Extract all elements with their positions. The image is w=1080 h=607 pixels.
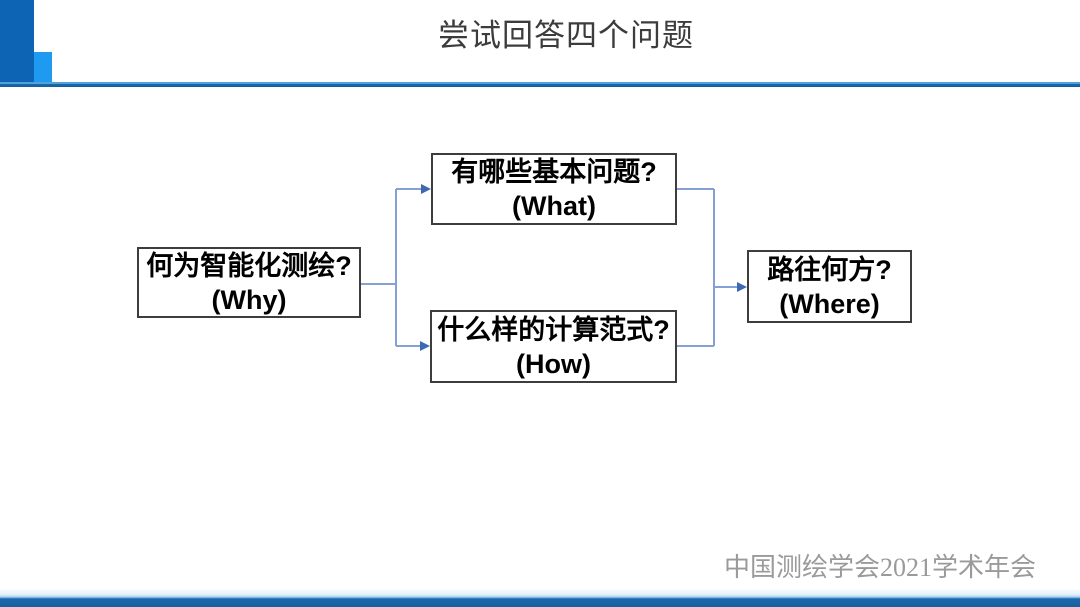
slide-title: 尝试回答四个问题 [438,18,694,53]
bottom-bar [0,588,1080,607]
node-why: 何为智能化测绘? (Why) [137,247,361,318]
node-how-line1: 什么样的计算范式? [437,314,670,345]
node-how-line2: (How) [516,348,591,379]
node-where-line2: (Where) [779,288,880,319]
node-what: 有哪些基本问题? (What) [431,153,677,225]
top-left-dark-rect [0,0,34,82]
node-how: 什么样的计算范式? (How) [430,310,677,383]
node-where-line1: 路往何方? [767,254,892,285]
arrowhead-to-where [737,282,747,292]
node-what-line2: (What) [512,191,596,221]
node-why-line1: 何为智能化测绘? [146,250,352,281]
title-underline-rule [0,82,1080,87]
node-why-line2: (Why) [211,284,287,315]
node-where: 路往何方? (Where) [747,250,912,323]
top-left-light-rect [34,52,52,82]
arrowhead-to-how [420,341,430,351]
node-what-line1: 有哪些基本问题? [451,157,657,187]
arrowhead-to-what [421,184,431,194]
footer-credit: 中国测绘学会2021学术年会 [723,553,1036,582]
